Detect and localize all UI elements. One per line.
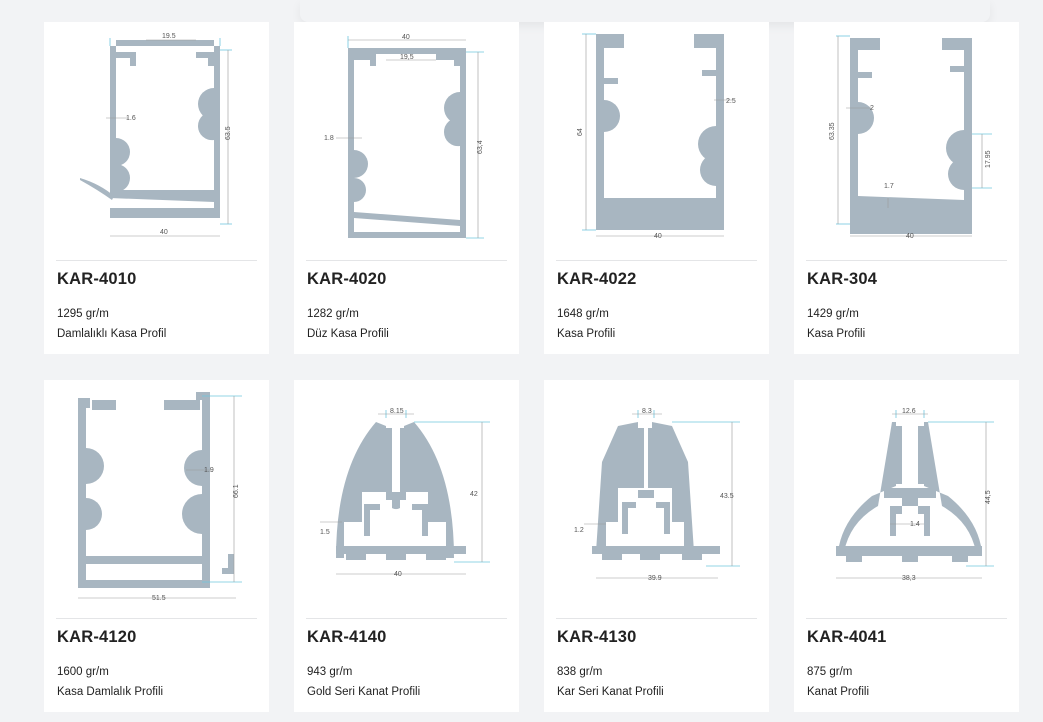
product-code[interactable]: KAR-4020: [307, 270, 387, 288]
card-divider: [56, 618, 257, 619]
dimension-label: 40: [906, 233, 914, 240]
product-code[interactable]: KAR-4120: [57, 628, 137, 646]
product-card[interactable]: 40 19,5 1.8 63,4 KAR-4020 1282 gr/m Düz …: [294, 22, 519, 354]
product-code[interactable]: KAR-304: [807, 270, 878, 288]
product-code[interactable]: KAR-4140: [307, 628, 387, 646]
dimension-label: 64: [577, 128, 584, 136]
product-card[interactable]: 1.9 66.1 51.5 KAR-4120 1600 gr/m Kasa Da…: [44, 380, 269, 712]
dimension-label: 63.35: [829, 122, 836, 140]
product-card[interactable]: 12.6 44,5 1.4 38,3 KAR-4041 875 gr/m Kan…: [794, 380, 1019, 712]
product-card[interactable]: 64 2.5 40 KAR-4022 1648 gr/m Kasa Profil…: [544, 22, 769, 354]
card-divider: [306, 618, 507, 619]
dimension-label: 2: [870, 105, 874, 112]
product-description: Düz Kasa Profili: [307, 328, 389, 340]
dimension-label: 8.15: [390, 408, 404, 415]
dimension-label: 17.95: [985, 150, 992, 168]
dimension-label: 1.9: [204, 467, 214, 474]
product-description: Kar Seri Kanat Profili: [557, 686, 664, 698]
dimension-label: 1.7: [884, 183, 894, 190]
product-description: Kanat Profili: [807, 686, 870, 698]
dimension-label: 19,5: [400, 54, 414, 61]
profile-drawing: 19.5 1.6 63.5 40: [80, 33, 232, 237]
product-weight: 943 gr/m: [307, 666, 353, 678]
product-card[interactable]: 19.5 1.6 63.5 40 KAR-4010 1295 gr/m Daml…: [44, 22, 269, 354]
product-card[interactable]: 63.35 2 17.95 1.7 40 KAR-304 1429 gr/m K…: [794, 22, 1019, 354]
product-code[interactable]: KAR-4130: [557, 628, 637, 646]
product-code[interactable]: KAR-4010: [57, 270, 137, 288]
dimension-label: 2.5: [726, 98, 736, 105]
product-card[interactable]: 8.15 42 1.5 40 KAR-4140 943 gr/m Gold Se…: [294, 380, 519, 712]
profile-drawing: 12.6 44,5 1.4 38,3: [836, 408, 994, 582]
dimension-label: 44,5: [985, 490, 992, 504]
product-weight: 1295 gr/m: [57, 308, 109, 320]
dimension-label: 39.9: [648, 575, 662, 582]
dimension-label: 38,3: [902, 575, 916, 582]
card-divider: [306, 260, 507, 261]
dimension-label: 40: [394, 571, 402, 578]
dimension-label: 12.6: [902, 408, 916, 415]
product-weight: 1429 gr/m: [807, 308, 859, 320]
card-divider: [806, 260, 1007, 261]
profile-drawing: 8.3 43.5 1.2 39.9: [574, 408, 740, 582]
dimension-label: 40: [654, 233, 662, 240]
profile-drawing: 8.15 42 1.5 40: [320, 408, 490, 578]
card-divider: [556, 618, 757, 619]
dimension-label: 1.5: [320, 529, 330, 536]
profile-drawing: 1.9 66.1 51.5: [78, 392, 242, 602]
profile-drawing: 40 19,5 1.8 63,4: [324, 34, 484, 239]
dimension-label: 1.8: [324, 135, 334, 142]
header-shadow-strip: [300, 0, 990, 22]
product-weight: 1282 gr/m: [307, 308, 359, 320]
product-weight: 838 gr/m: [557, 666, 603, 678]
dimension-label: 42: [470, 491, 478, 498]
dimension-label: 1.2: [574, 527, 584, 534]
profile-drawing: 63.35 2 17.95 1.7 40: [829, 35, 992, 240]
card-divider: [556, 260, 757, 261]
product-card[interactable]: 8.3 43.5 1.2 39.9 KAR-4130 838 gr/m Kar …: [544, 380, 769, 712]
product-code[interactable]: KAR-4022: [557, 270, 637, 288]
dimension-label: 66.1: [233, 484, 240, 498]
product-code[interactable]: KAR-4041: [807, 628, 887, 646]
product-weight: 1600 gr/m: [57, 666, 109, 678]
dimension-label: 40: [402, 34, 410, 41]
dimension-label: 1.6: [126, 115, 136, 122]
card-divider: [56, 260, 257, 261]
dimension-label: 63.5: [225, 126, 232, 140]
product-description: Kasa Profili: [557, 328, 616, 340]
dimension-label: 40: [160, 229, 168, 236]
product-description: Gold Seri Kanat Profili: [307, 686, 421, 698]
product-description: Kasa Profili: [807, 328, 866, 340]
dimension-label: 19.5: [162, 33, 176, 40]
profile-drawing: 64 2.5 40: [577, 33, 736, 240]
product-description: Damlalıklı Kasa Profil: [57, 328, 167, 340]
card-divider: [806, 618, 1007, 619]
dimension-label: 63,4: [477, 140, 484, 154]
product-weight: 875 gr/m: [807, 666, 853, 678]
dimension-label: 51.5: [152, 595, 166, 602]
product-weight: 1648 gr/m: [557, 308, 609, 320]
product-description: Kasa Damlalık Profili: [57, 686, 164, 698]
dimension-label: 8.3: [642, 408, 652, 415]
dimension-label: 43.5: [720, 493, 734, 500]
dimension-label: 1.4: [910, 521, 920, 528]
